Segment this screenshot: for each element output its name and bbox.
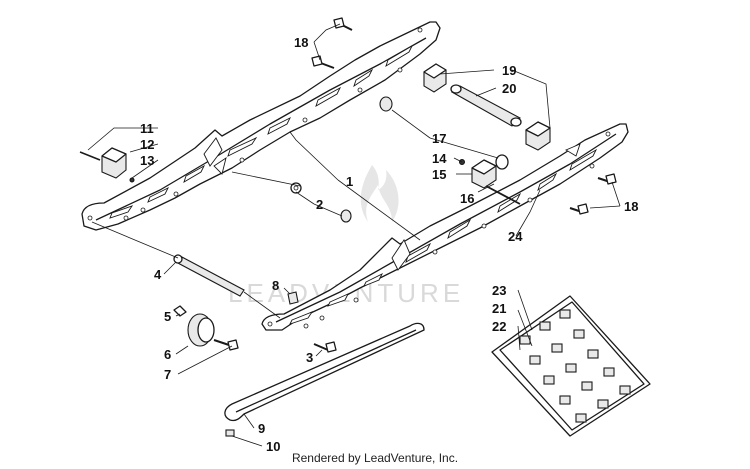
leader-lines — [87, 23, 621, 447]
idler-wheel[interactable] — [173, 305, 239, 351]
callout-12: 12 — [140, 137, 154, 152]
track-lugs — [519, 309, 631, 423]
callout-21: 21 — [492, 301, 506, 316]
callout-14: 14 — [432, 151, 447, 166]
callout-11: 11 — [140, 121, 154, 136]
callout-23: 23 — [492, 283, 506, 298]
bolts-18-upper[interactable] — [311, 17, 353, 69]
wear-strip-9[interactable] — [224, 322, 425, 437]
upper-axle[interactable] — [450, 84, 522, 127]
callout-22: 22 — [492, 319, 506, 334]
spacer-17[interactable] — [379, 96, 509, 170]
callout-19: 19 — [502, 63, 516, 78]
callout-24: 24 — [508, 229, 523, 244]
left-slide-rail[interactable] — [81, 21, 441, 231]
callout-3: 3 — [306, 350, 313, 365]
upper-idler-block-right[interactable] — [525, 121, 551, 151]
callout-18-upper: 18 — [294, 35, 308, 50]
callout-13: 13 — [140, 153, 154, 168]
bolts-18-lower[interactable] — [569, 173, 617, 215]
stopper-block-15[interactable] — [471, 159, 497, 189]
callout-15: 15 — [432, 167, 446, 182]
callout-labels: 18 19 20 11 12 13 17 14 15 16 1 2 18 24 … — [140, 35, 638, 454]
callout-8: 8 — [272, 278, 279, 293]
callout-10: 10 — [266, 439, 280, 454]
callout-5: 5 — [164, 309, 171, 324]
callout-7: 7 — [164, 367, 171, 382]
callout-9: 9 — [258, 421, 265, 436]
callout-1: 1 — [346, 174, 353, 189]
bolt-16[interactable] — [485, 185, 521, 205]
right-slide-rail[interactable] — [261, 123, 629, 331]
callout-18-lower: 18 — [624, 199, 638, 214]
track-section[interactable] — [491, 295, 651, 437]
callout-2: 2 — [316, 197, 323, 212]
rear-axle-4[interactable] — [173, 254, 245, 297]
callout-20: 20 — [502, 81, 516, 96]
callout-17: 17 — [432, 131, 446, 146]
front-bumper-block[interactable] — [79, 147, 135, 183]
washer-2[interactable] — [290, 182, 352, 223]
callout-16: 16 — [460, 191, 474, 206]
bolt-8[interactable] — [287, 291, 299, 305]
bolt-3[interactable] — [313, 341, 337, 353]
upper-idler-block-left[interactable] — [423, 63, 447, 93]
callout-4: 4 — [154, 267, 162, 282]
callout-6: 6 — [164, 347, 171, 362]
render-credit: Rendered by LeadVenture, Inc. — [291, 451, 459, 465]
